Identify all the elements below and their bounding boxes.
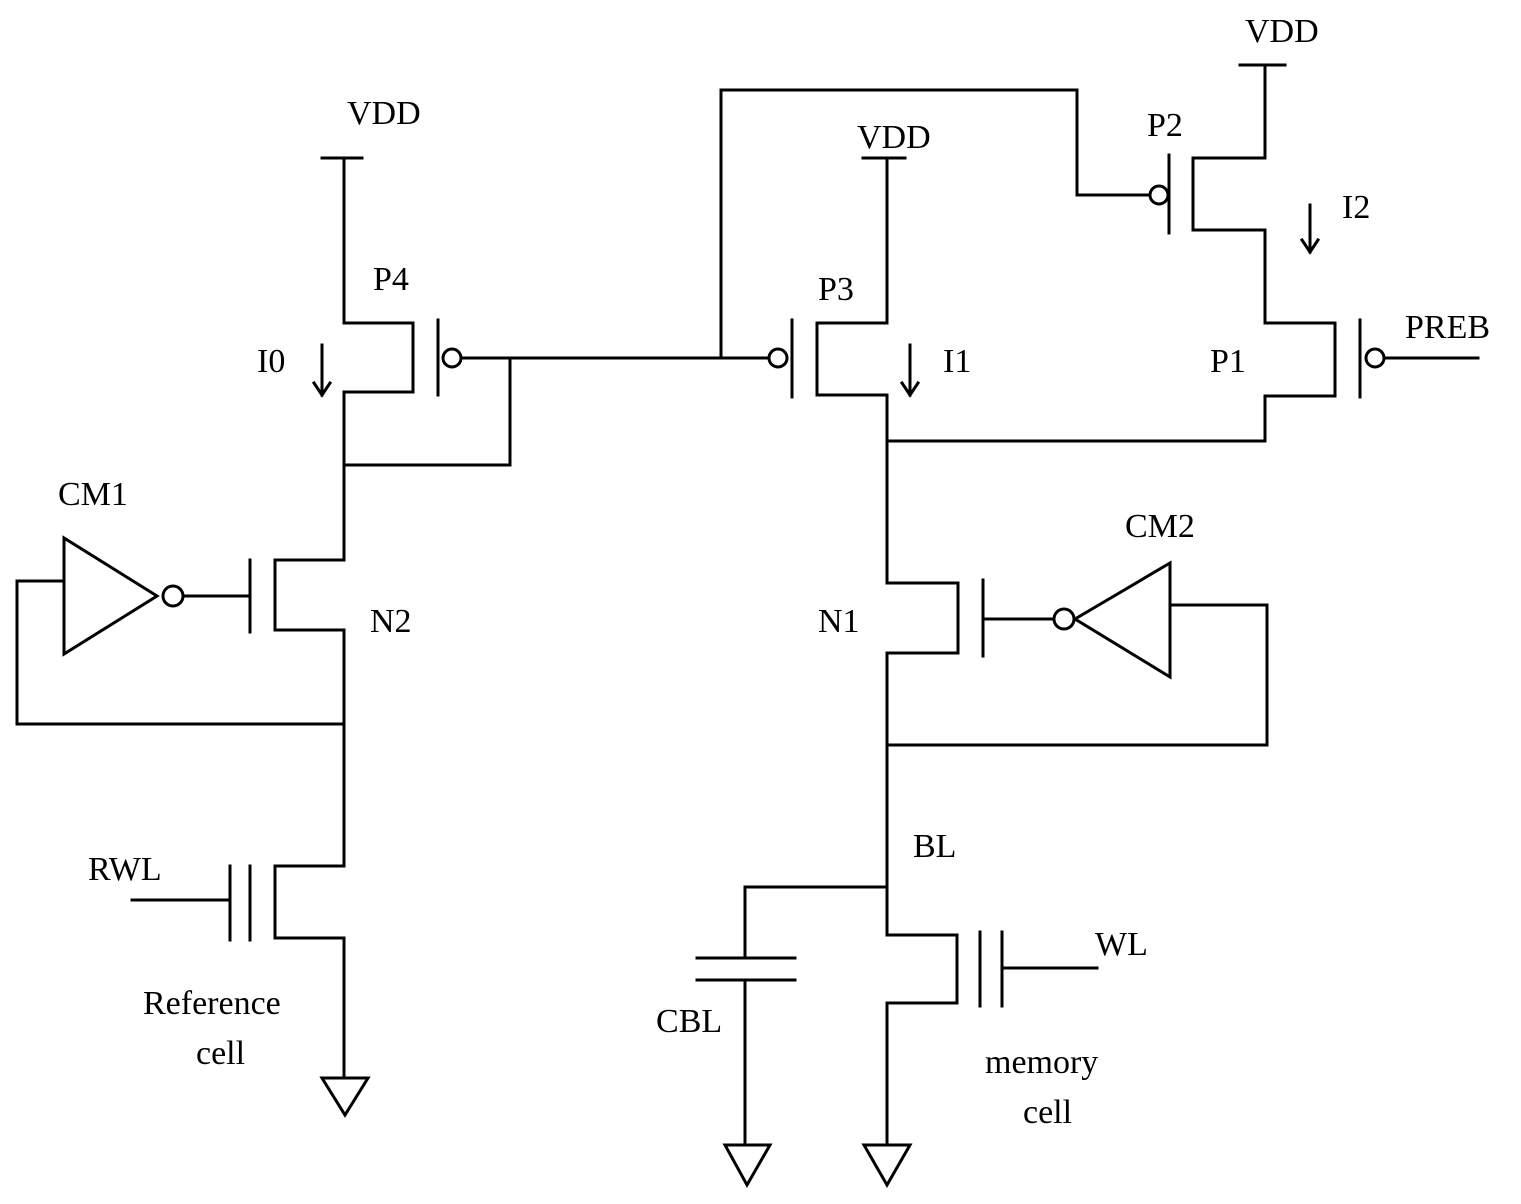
cm2-label: CM2 [1125, 508, 1195, 545]
i2-current-arrow [1299, 203, 1321, 255]
cbl-label: CBL [656, 1003, 722, 1040]
p1-label: P1 [1210, 343, 1246, 380]
i0-label: I0 [257, 343, 285, 380]
memory-cell-label: memory [985, 1044, 1098, 1081]
wl-label: WL [1095, 926, 1148, 963]
i1-current-arrow [899, 343, 921, 398]
reference-cell-label: cell [196, 1035, 245, 1072]
cm1-inverter [15, 535, 346, 726]
rwl-label: RWL [88, 851, 162, 888]
ground-icon [722, 1143, 773, 1189]
memory-cell-transistor [885, 930, 1099, 1147]
p3-label: P3 [818, 271, 854, 308]
reference-cell-transistor [130, 864, 346, 1080]
vdd-label: VDD [857, 119, 931, 156]
n2-transistor [248, 558, 346, 868]
vdd-label: VDD [1245, 13, 1319, 50]
p2-label: P2 [1147, 107, 1183, 144]
vdd-label: VDD [347, 95, 421, 132]
i2-label: I2 [1342, 189, 1370, 226]
bl-capacitor [695, 885, 889, 1147]
feedback-wire [719, 88, 1152, 360]
p3-transistor [719, 156, 907, 585]
p2-transistor [1148, 63, 1287, 325]
n1-label: N1 [818, 603, 860, 640]
cm1-label: CM1 [58, 476, 128, 513]
n2-label: N2 [370, 603, 412, 640]
p4-label: P4 [373, 261, 409, 298]
i0-current-arrow [311, 343, 333, 398]
p1-transistor [885, 318, 1480, 443]
cm2-inverter [885, 560, 1269, 747]
bl-label: BL [913, 828, 956, 865]
ground-icon [861, 1143, 913, 1189]
reference-cell-label: Reference [143, 985, 281, 1022]
memory-cell-label: cell [1023, 1094, 1072, 1131]
ground-icon [319, 1076, 371, 1118]
p4-transistor [320, 156, 723, 562]
n1-transistor [885, 578, 985, 937]
i1-label: I1 [943, 343, 971, 380]
preb-label: PREB [1405, 309, 1490, 346]
